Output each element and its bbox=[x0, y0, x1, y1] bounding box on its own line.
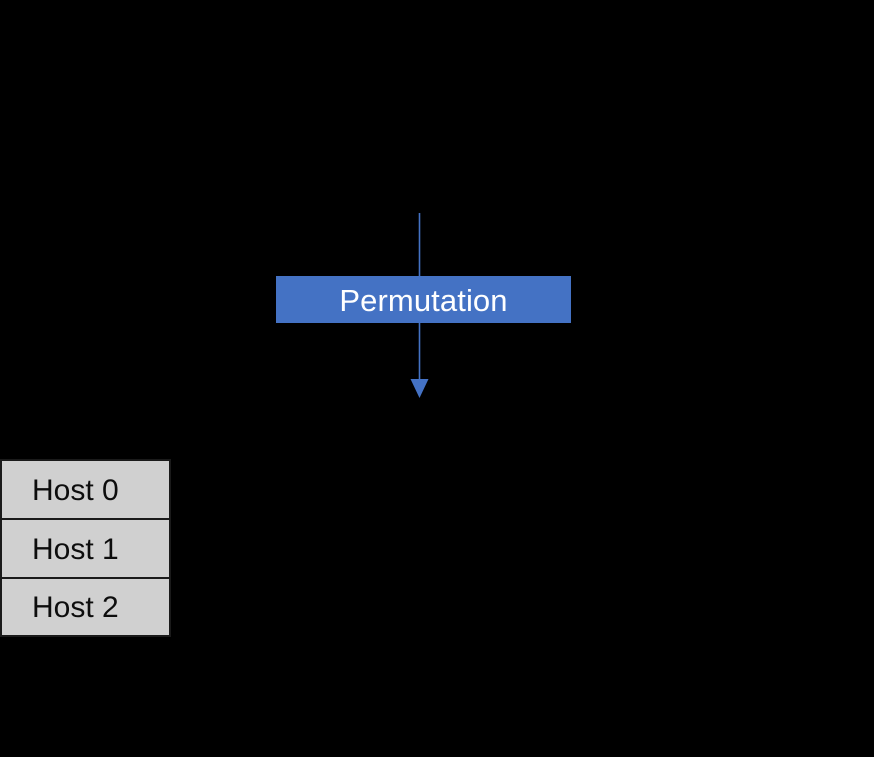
host-row-label: Host 1 bbox=[32, 532, 119, 566]
host-list: Host 0 Host 1 Host 2 bbox=[0, 459, 171, 637]
permutation-block-label: Permutation bbox=[339, 282, 508, 318]
host-row[interactable]: Host 1 bbox=[0, 518, 171, 578]
host-row[interactable]: Host 2 bbox=[0, 577, 171, 637]
host-row-label: Host 2 bbox=[32, 591, 119, 624]
host-row[interactable]: Host 0 bbox=[0, 459, 171, 519]
host-row-label: Host 0 bbox=[32, 473, 119, 507]
permutation-block[interactable]: Permutation bbox=[276, 276, 571, 323]
arrow-head-icon bbox=[410, 379, 429, 398]
